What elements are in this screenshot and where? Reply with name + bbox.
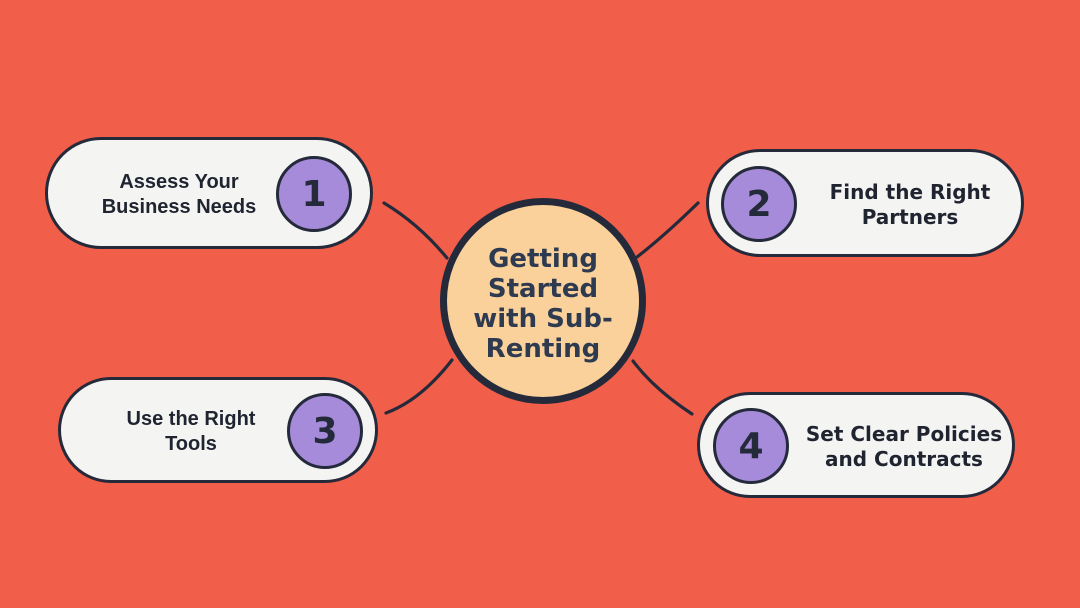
- center-topic-title-line: Getting: [488, 244, 598, 274]
- connector-bottom-right: [631, 359, 694, 416]
- node-label-line: Partners: [861, 205, 959, 229]
- node-label-line: Use the Right: [126, 408, 256, 430]
- center-topic-title-line: with Sub-: [473, 304, 613, 334]
- node-label-line: Find the Right: [829, 180, 991, 204]
- connector-top-right: [635, 201, 700, 259]
- node-label-line: Assess Your: [119, 171, 239, 193]
- connector-top-left: [382, 201, 449, 260]
- center-topic-title-line: Started: [487, 274, 599, 304]
- connector-bottom-left: [384, 358, 454, 415]
- node-label: Use the Right Tools: [79, 407, 303, 457]
- node-find-right-partners: 2 Find the Right Partners: [706, 149, 1024, 257]
- center-topic-circle: Getting Started with Sub- Renting: [440, 198, 646, 404]
- node-assess-business-needs: Assess Your Business Needs 1: [45, 137, 373, 249]
- node-label: Assess Your Business Needs: [66, 170, 292, 220]
- node-number-badge: 1: [276, 156, 352, 232]
- node-number-badge: 3: [287, 393, 363, 469]
- node-label: Set Clear Policies and Contracts: [798, 422, 1010, 472]
- node-label-line: Business Needs: [101, 196, 257, 218]
- center-topic-title-line: Renting: [485, 334, 601, 364]
- node-set-clear-policies: 4 Set Clear Policies and Contracts: [697, 392, 1015, 498]
- node-label: Find the Right Partners: [805, 180, 1015, 230]
- node-label-line: Set Clear Policies: [805, 422, 1003, 446]
- node-use-right-tools: Use the Right Tools 3: [58, 377, 378, 483]
- node-label-line: and Contracts: [825, 447, 983, 471]
- node-label-line: Tools: [165, 433, 217, 455]
- node-number-badge: 2: [721, 166, 797, 242]
- node-number-badge: 4: [713, 408, 789, 484]
